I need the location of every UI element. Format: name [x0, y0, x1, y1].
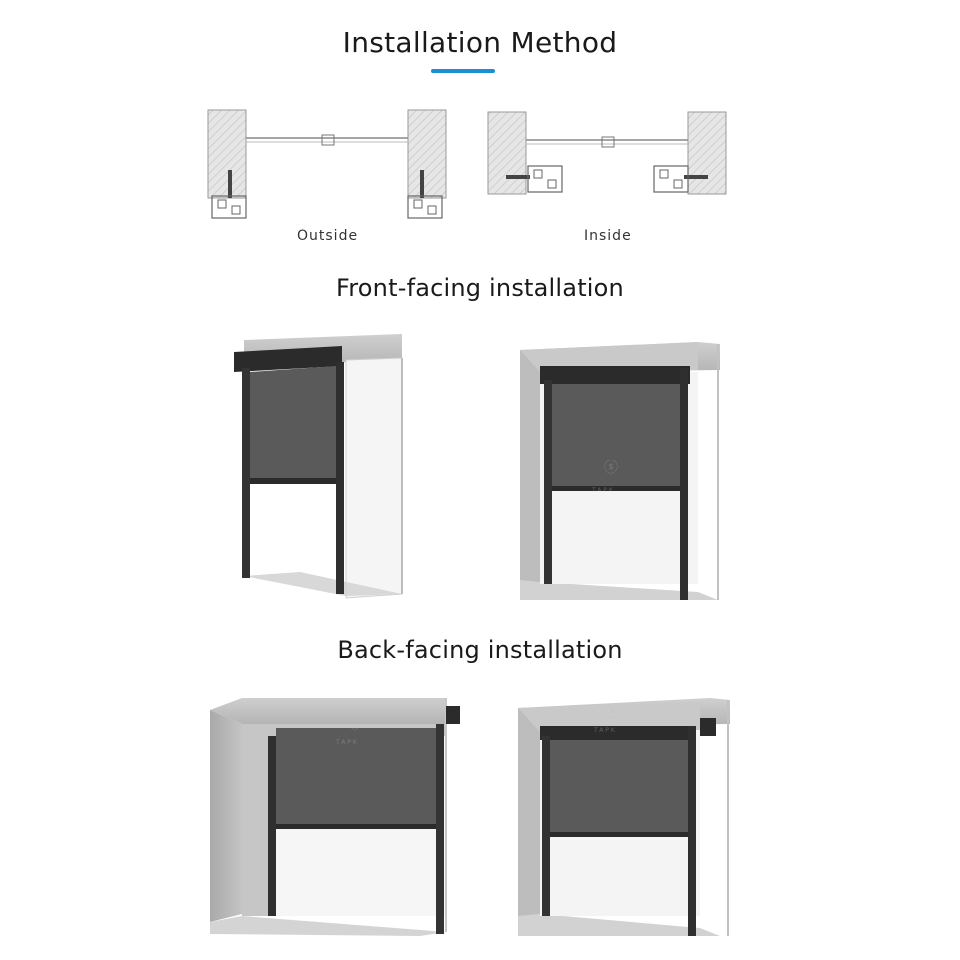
back-facing-exterior-illustration: [210, 698, 460, 936]
outside-mount-diagram: [207, 109, 447, 219]
outside-label: Outside: [297, 228, 359, 244]
svg-text:TAPK: TAPK: [593, 727, 617, 734]
title-underline: [431, 69, 495, 73]
svg-text:TAPK: TAPK: [591, 487, 615, 494]
svg-text:ⓢ: ⓢ: [348, 716, 362, 732]
watermark-logo: ⓢ TAPK ⓢ TAPK ⓢ TAPK: [335, 460, 620, 746]
inside-mount-diagram: [487, 111, 727, 195]
front-facing-exterior-illustration: [234, 334, 403, 599]
svg-text:ⓢ: ⓢ: [606, 704, 620, 720]
svg-text:ⓢ: ⓢ: [604, 460, 618, 476]
front-facing-interior-illustration: [520, 342, 720, 600]
back-facing-interior-illustration: [518, 698, 730, 936]
front-facing-heading: Front-facing installation: [336, 274, 624, 302]
page-title: Installation Method: [342, 26, 618, 59]
inside-label: Inside: [584, 228, 632, 244]
svg-text:TAPK: TAPK: [335, 739, 359, 746]
back-facing-heading: Back-facing installation: [337, 636, 623, 664]
